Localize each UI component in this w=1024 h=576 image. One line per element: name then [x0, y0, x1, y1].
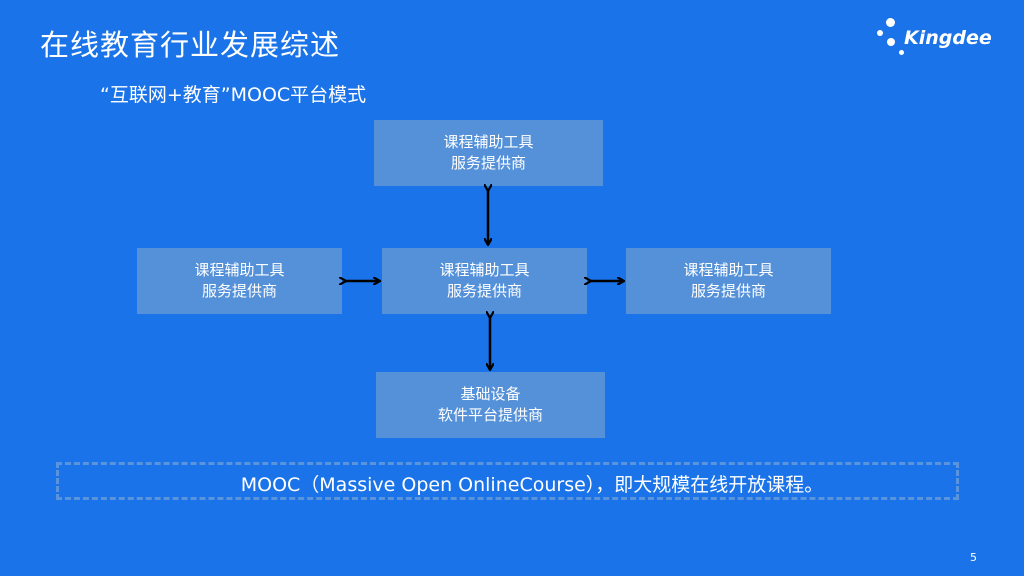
node-line1: 课程辅助工具 [443, 133, 534, 151]
brand-name: Kingdee [904, 27, 992, 49]
kingdee-logo: Kingdee [874, 18, 1004, 62]
slide-subtitle: “互联网+教育”MOOC平台模式 [100, 84, 367, 106]
node-line1: 课程辅助工具 [683, 261, 774, 279]
page-number: 5 [970, 551, 977, 564]
logo-dot-icon [899, 50, 904, 55]
node-center: 课程辅助工具 服务提供商 [382, 248, 587, 314]
slide-title: 在线教育行业发展综述 [40, 28, 341, 62]
node-line1: 课程辅助工具 [194, 261, 285, 279]
node-top: 课程辅助工具 服务提供商 [374, 120, 603, 186]
node-line2: 服务提供商 [450, 154, 526, 172]
node-left: 课程辅助工具 服务提供商 [137, 248, 342, 314]
node-line2: 软件平台提供商 [437, 406, 543, 424]
node-right: 课程辅助工具 服务提供商 [626, 248, 831, 314]
node-line2: 服务提供商 [690, 282, 766, 300]
logo-dot-icon [886, 18, 895, 27]
node-line2: 服务提供商 [201, 282, 277, 300]
logo-dot-icon [877, 30, 883, 36]
note-text: MOOC（Massive Open OnlineCourse），即大规模在线开放… [240, 474, 824, 496]
logo-dot-icon [887, 38, 895, 46]
node-line1: 基础设备 [460, 385, 521, 403]
node-bottom: 基础设备 软件平台提供商 [376, 372, 605, 438]
note-frame [56, 462, 959, 500]
node-line1: 课程辅助工具 [439, 261, 530, 279]
node-line2: 服务提供商 [446, 282, 522, 300]
